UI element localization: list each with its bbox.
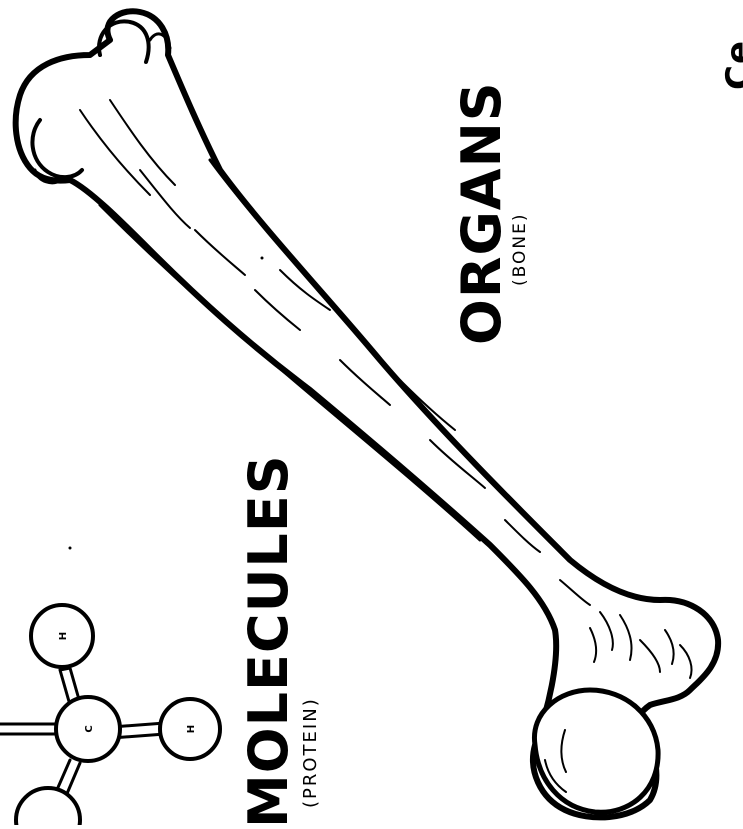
hydrogen-atom-bottom	[16, 788, 80, 825]
organs-sublabel: (BONE)	[512, 213, 529, 286]
corner-label: Ce	[722, 40, 743, 90]
molecules-label: MOLECULES	[242, 454, 296, 828]
hydrogen-atom-top-label: H	[58, 632, 69, 640]
molecules-sublabel: (PROTEIN)	[302, 697, 320, 808]
hydrogen-atom-right-label: H	[186, 725, 197, 733]
bone-drawing	[16, 11, 718, 817]
carbon-atom-label: C	[84, 725, 95, 732]
organs-label: ORGANS	[455, 81, 509, 345]
molecule-drawing	[0, 605, 220, 825]
